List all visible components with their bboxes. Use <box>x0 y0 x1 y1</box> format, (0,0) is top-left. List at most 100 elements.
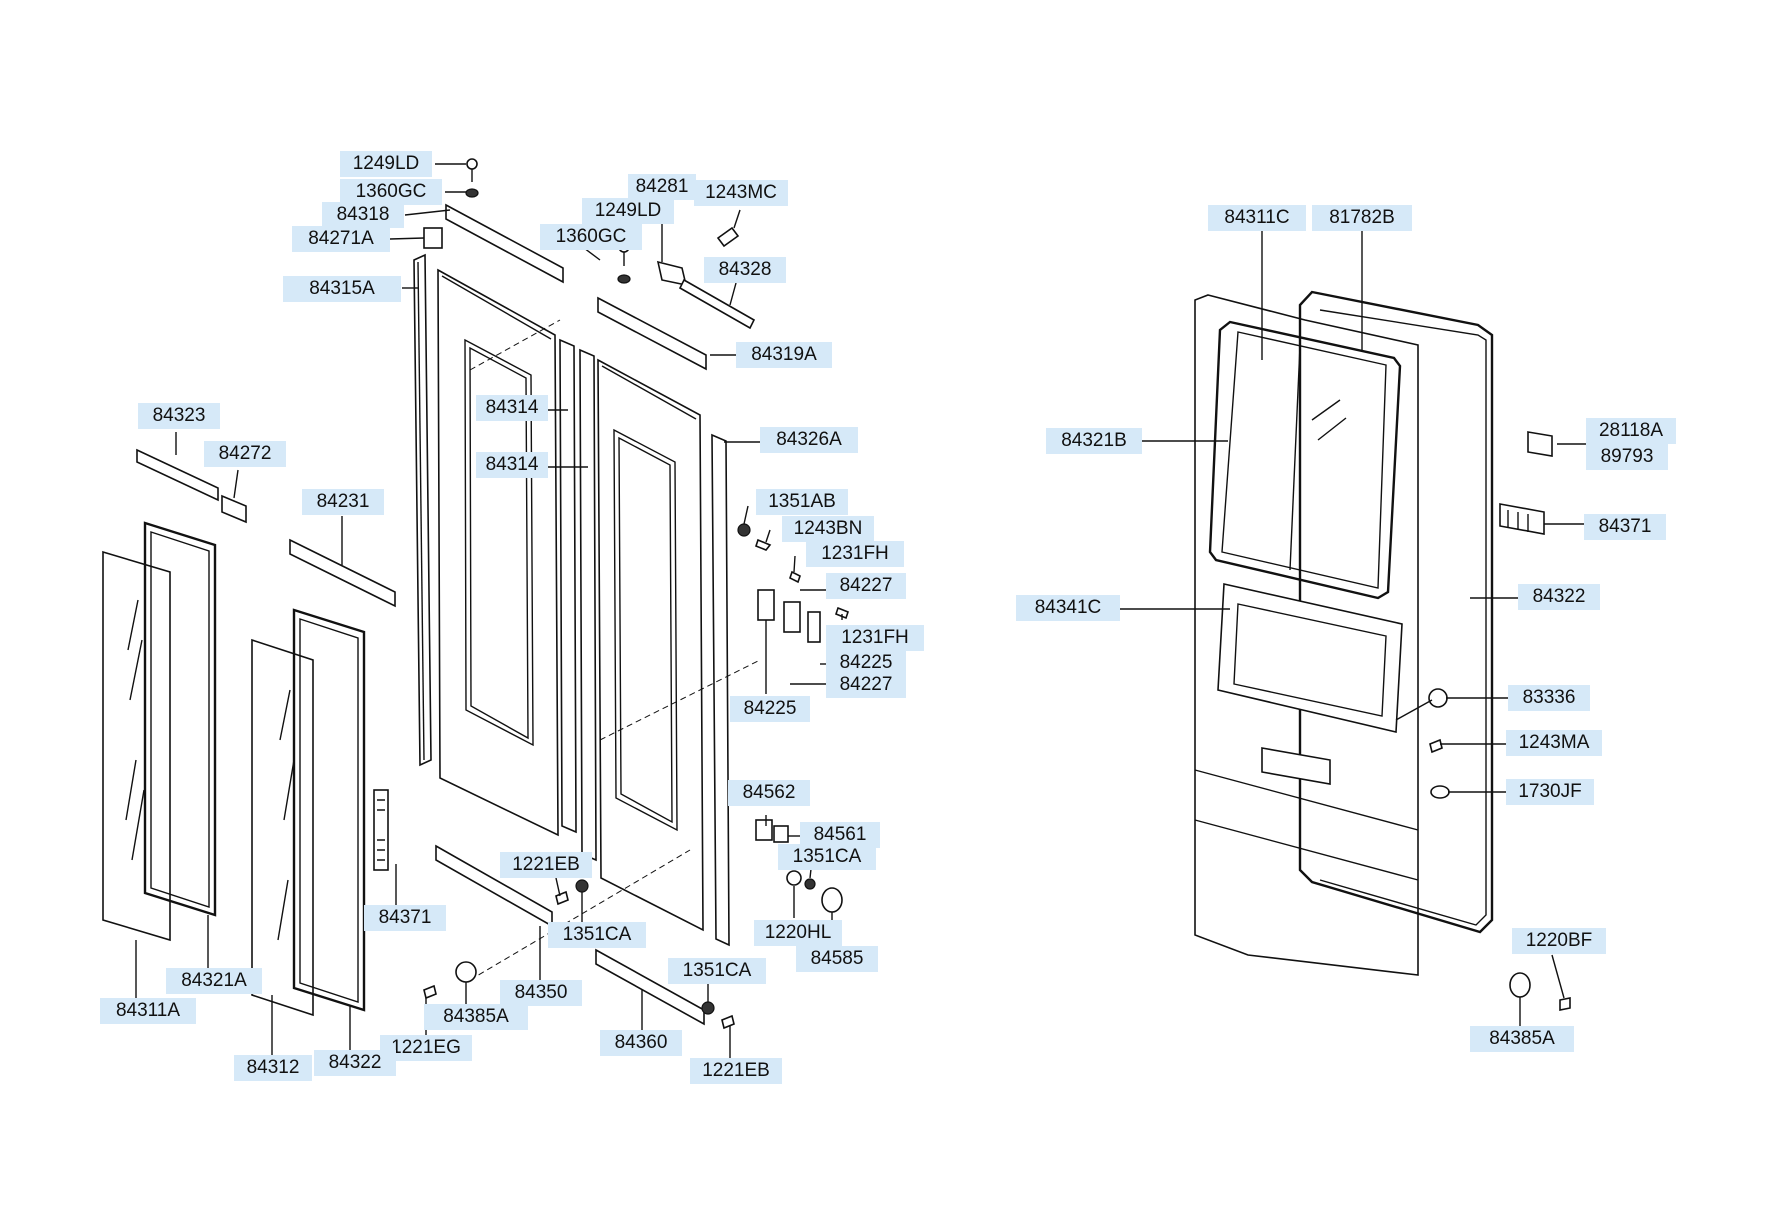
plate-84371-left <box>373 789 389 871</box>
bumper-84385a-right <box>1509 972 1531 998</box>
washer-1351ca-a <box>804 878 816 890</box>
strip-84314-b <box>579 348 597 862</box>
clip-84272 <box>221 494 247 524</box>
label-1351ca-a: 1351CA <box>778 844 876 870</box>
alignment-line-1 <box>469 319 561 371</box>
screw-1243ma <box>1429 738 1443 754</box>
weatherstrip-84322-left <box>292 608 366 1012</box>
label-84321a: 84321A <box>166 968 262 994</box>
label-84311a: 84311A <box>100 998 196 1024</box>
label-84225-a: 84225 <box>826 650 906 676</box>
rod-84328 <box>678 278 756 330</box>
label-1351ab: 1351AB <box>756 489 848 515</box>
rail-84360 <box>595 948 705 1026</box>
label-83336: 83336 <box>1508 685 1590 711</box>
label-84318: 84318 <box>322 202 404 228</box>
rail-84318 <box>445 203 564 284</box>
label-84231: 84231 <box>302 489 384 515</box>
label-1220hl: 1220HL <box>754 920 842 946</box>
washer-1351ca-c <box>701 1001 715 1015</box>
plate-84371-right <box>1499 503 1545 535</box>
trim-bar-84323 <box>136 448 219 502</box>
label-1360gc-a: 1360GC <box>340 179 442 205</box>
label-1221eg: 1221EG <box>380 1035 472 1061</box>
grommet-1351ab <box>737 523 751 537</box>
label-1231fh-a: 1231FH <box>806 541 904 567</box>
channel-84315a <box>413 253 432 767</box>
label-84385a-b: 84385A <box>1470 1026 1574 1052</box>
label-84350: 84350 <box>500 980 582 1006</box>
label-84314-b: 84314 <box>476 452 548 478</box>
label-84326a: 84326A <box>760 427 858 453</box>
bracket-84271a <box>423 227 443 249</box>
label-1231fh-b: 1231FH <box>826 625 924 651</box>
label-84322-b: 84322 <box>1518 584 1600 610</box>
label-84319a: 84319A <box>736 342 832 368</box>
label-1249ld-b: 1249LD <box>582 198 674 224</box>
label-1243mc: 1243MC <box>694 180 788 206</box>
frame-84341c <box>1217 583 1403 733</box>
cap-84562 <box>755 819 773 841</box>
hinge-84227 <box>783 601 801 633</box>
weatherstrip-84321a <box>143 521 217 917</box>
screw-1243bn <box>755 538 772 551</box>
label-84328: 84328 <box>704 257 786 283</box>
label-1220bf: 1220BF <box>1512 928 1606 954</box>
label-84341c: 84341C <box>1016 595 1120 621</box>
label-84561: 84561 <box>800 822 880 848</box>
label-84323: 84323 <box>138 403 220 429</box>
glass-panel-84312 <box>251 638 314 1017</box>
label-89793: 89793 <box>1586 444 1668 470</box>
handle-plate <box>1261 747 1331 785</box>
label-1243ma: 1243MA <box>1506 730 1602 756</box>
bracket-84281 <box>656 260 688 287</box>
bumper-84585 <box>821 887 843 913</box>
bolt-1220bf <box>1559 997 1571 1011</box>
label-1221eb-b: 1221EB <box>690 1058 782 1084</box>
label-84271a: 84271A <box>292 226 390 252</box>
screw-1231fh-a <box>789 570 801 584</box>
block-84561 <box>773 825 789 843</box>
label-1351ca-b: 1351CA <box>548 922 646 948</box>
bumper-84385a-left <box>455 961 477 983</box>
label-84312: 84312 <box>234 1055 312 1081</box>
label-1249ld-a: 1249LD <box>340 151 432 177</box>
screw-1231fh-b <box>835 606 849 620</box>
label-84227-a: 84227 <box>826 573 906 599</box>
label-84314-a: 84314 <box>476 395 548 421</box>
bolt-1221eg <box>423 984 437 1000</box>
label-84227-b: 84227 <box>826 672 906 698</box>
bracket-84225-b <box>807 611 821 643</box>
label-84272: 84272 <box>204 441 286 467</box>
label-1351ca-c: 1351CA <box>668 958 766 984</box>
label-28118a: 28118A <box>1586 418 1676 444</box>
door-panel-right <box>597 358 704 932</box>
latch-84225 <box>757 589 775 621</box>
label-28118a <box>1527 431 1553 457</box>
label-1221eb-a: 1221EB <box>500 852 592 878</box>
label-84385a-a: 84385A <box>424 1004 528 1030</box>
label-84322-a: 84322 <box>314 1050 396 1076</box>
glass-panel-84311a <box>102 550 171 942</box>
strip-84326a <box>711 433 730 947</box>
bolt-1220hl <box>786 870 802 886</box>
strip-84314-a <box>559 338 577 834</box>
window-84311c <box>1208 320 1402 600</box>
label-1243bn: 1243BN <box>782 516 874 542</box>
label-1730jf: 1730JF <box>1506 779 1594 805</box>
label-84371-b: 84371 <box>1584 514 1666 540</box>
washer-1351ca-b <box>575 879 589 893</box>
washer-1360gc-top <box>465 188 479 198</box>
label-84225-b: 84225 <box>730 696 810 722</box>
label-84311c: 84311C <box>1208 205 1306 231</box>
label-1360gc-b: 1360GC <box>540 224 642 250</box>
label-84360: 84360 <box>600 1030 682 1056</box>
rail-84319a <box>597 296 707 371</box>
label-84562: 84562 <box>728 780 810 806</box>
label-81782b: 81782B <box>1312 205 1412 231</box>
label-84585: 84585 <box>796 946 878 972</box>
bolt-1249ld-top <box>466 158 478 182</box>
label-84321b: 84321B <box>1046 428 1142 454</box>
